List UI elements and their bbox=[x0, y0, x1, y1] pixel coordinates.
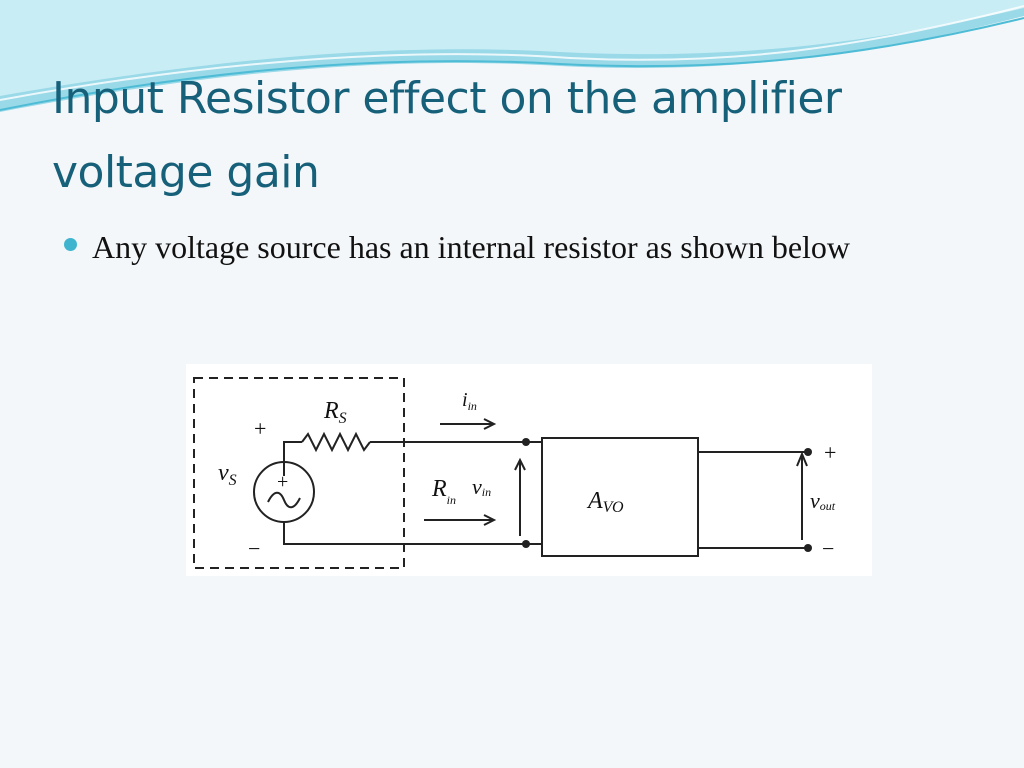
source-plus-label: + bbox=[254, 416, 266, 441]
amplifier-box bbox=[541, 437, 699, 557]
iin-sub: in bbox=[468, 399, 477, 413]
vout-sub: out bbox=[820, 499, 836, 513]
vin-arrowhead bbox=[514, 457, 526, 471]
circuit-diagram: + + − vS RS iin Rin vin AVO + − vou bbox=[186, 364, 872, 576]
top-wave-line-2 bbox=[0, 5, 1024, 101]
output-bottom-node bbox=[804, 544, 812, 552]
slide-title: Input Resistor effect on the amplifier v… bbox=[52, 73, 842, 198]
rin-sub: in bbox=[447, 493, 456, 507]
output-top-node bbox=[804, 448, 812, 456]
iin-main: i bbox=[462, 389, 468, 411]
vin-sub: in bbox=[482, 485, 491, 499]
source-minus-label: − bbox=[248, 536, 260, 561]
rin-main: R bbox=[431, 476, 447, 502]
vs-sub: S bbox=[229, 472, 237, 489]
source-box bbox=[193, 377, 405, 569]
source-plus-sign: + bbox=[277, 471, 288, 493]
rin-label: Rin bbox=[431, 476, 456, 507]
top-wave-line bbox=[0, 17, 1024, 111]
vs-main: v bbox=[218, 460, 229, 486]
source-sine-icon bbox=[267, 491, 301, 509]
amp-main: A bbox=[586, 488, 603, 514]
iin-label: iin bbox=[462, 389, 477, 413]
output-plus-label: + bbox=[824, 440, 836, 465]
bullet-item: Any voltage source has an internal resis… bbox=[62, 226, 942, 268]
bullet-text: Any voltage source has an internal resis… bbox=[92, 229, 851, 265]
bullet-dot-icon bbox=[64, 238, 77, 251]
amp-label: AVO bbox=[586, 488, 624, 516]
rs-label: RS bbox=[323, 398, 347, 427]
source-voltage-label: vS bbox=[218, 460, 237, 489]
output-minus-label: − bbox=[822, 536, 834, 561]
top-wave-light bbox=[0, 0, 1024, 96]
amp-sub: VO bbox=[603, 499, 624, 516]
rs-main: R bbox=[323, 398, 339, 424]
vout-main: v bbox=[810, 488, 820, 513]
vout-label: vout bbox=[810, 488, 836, 513]
bullet-list: Any voltage source has an internal resis… bbox=[62, 226, 942, 268]
rin-arrowhead bbox=[483, 514, 497, 526]
vin-main: v bbox=[472, 474, 482, 499]
source-bottom-wire bbox=[283, 522, 526, 545]
source-top-wire bbox=[283, 441, 302, 476]
iin-arrowhead bbox=[483, 418, 497, 430]
vin-label: vin bbox=[472, 474, 491, 499]
vout-arrowhead bbox=[796, 451, 808, 467]
resistor-rs bbox=[301, 431, 371, 453]
rs-sub: S bbox=[339, 410, 347, 427]
